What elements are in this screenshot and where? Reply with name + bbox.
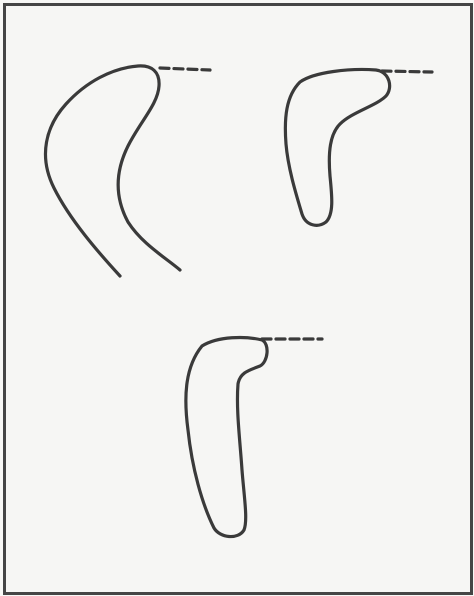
boomerang-outline-path xyxy=(285,70,389,226)
open-curved-outline-path xyxy=(45,66,180,276)
boomerang-outline xyxy=(285,70,432,226)
open-curved-outline-dashed-extension xyxy=(160,68,210,70)
open-curved-outline xyxy=(45,66,210,276)
boomerang-outline-dashed-extension xyxy=(382,71,432,72)
elongated-hook-outline-path xyxy=(186,338,267,537)
elongated-hook-outline xyxy=(186,338,322,537)
